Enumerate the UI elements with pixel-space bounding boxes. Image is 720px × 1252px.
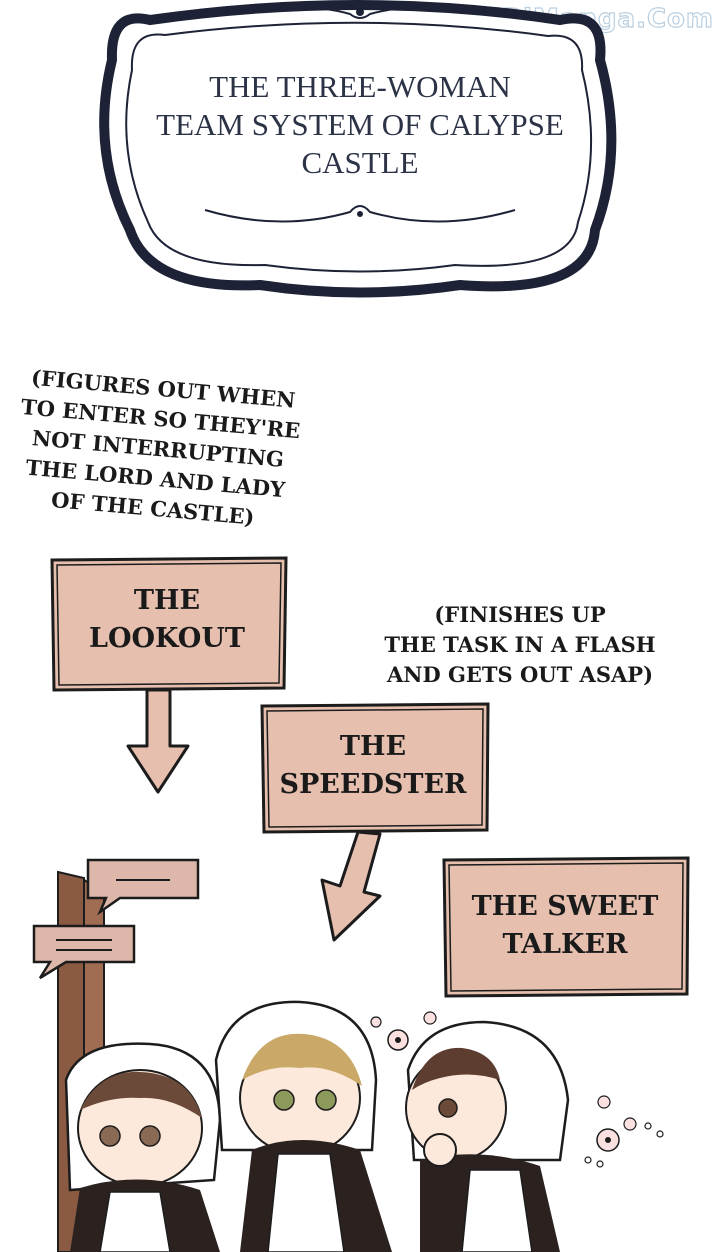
flower-decorations [370, 1011, 664, 1168]
maid-sweet-talker-figure [405, 1020, 570, 1252]
chapter-title: THE THREE-WOMAN TEAM SYSTEM OF CALYPSE C… [150, 68, 570, 182]
maid-lookout-figure [64, 1042, 222, 1252]
speech-bubble-left [32, 924, 136, 980]
label-line: THE [339, 731, 407, 762]
maid-speedster-figure [214, 1000, 392, 1252]
caption-line: THE TASK IN A FLASH [384, 632, 656, 657]
sweet-talker-sign [442, 856, 690, 998]
caption-line: AND GETS OUT ASAP) [386, 662, 654, 687]
speedster-caption: (FINISHES UP THE TASK IN A FLASH AND GET… [372, 600, 668, 690]
lookout-sign [50, 556, 288, 692]
label-line: LOOKOUT [89, 623, 245, 654]
lookout-arrow [126, 688, 190, 794]
label-line: TALKER [502, 929, 628, 960]
title-line: CASTLE [301, 145, 419, 180]
title-line: THE THREE-WOMAN [209, 69, 511, 104]
label-line: THE SWEET [471, 891, 659, 922]
lookout-label: THE LOOKOUT [52, 582, 282, 658]
caption-line: (FINISHES UP [434, 602, 606, 627]
label-line: THE [133, 585, 201, 616]
lookout-caption: (FIGURES OUT WHEN TO ENTER SO THEY'RE NO… [12, 362, 304, 536]
speedster-arrow [320, 830, 382, 942]
label-line: SPEEDSTER [279, 769, 467, 800]
speedster-sign [260, 702, 490, 834]
speedster-label: THE SPEEDSTER [262, 728, 484, 804]
title-frame [99, 0, 617, 298]
speech-bubble-top [86, 858, 200, 916]
title-line: TEAM SYSTEM OF CALYPSE [156, 107, 564, 142]
sweet-talker-label: THE SWEET TALKER [446, 888, 684, 964]
